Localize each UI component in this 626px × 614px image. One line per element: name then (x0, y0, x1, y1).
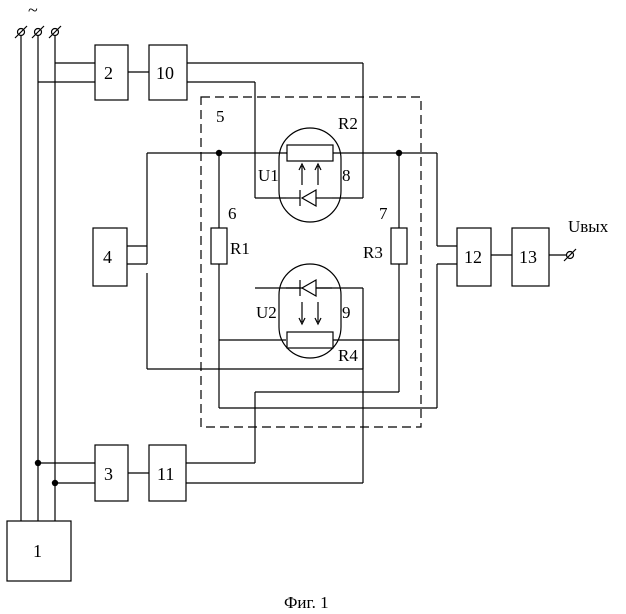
block-2-label: 2 (104, 63, 113, 83)
resistor-r1 (211, 228, 227, 264)
block-11-label: 11 (157, 464, 174, 484)
optocoupler-u2 (279, 264, 341, 358)
figure-caption: Фиг. 1 (284, 593, 329, 612)
label-9: 9 (342, 303, 351, 322)
label-r3: R3 (363, 243, 383, 262)
junction-dot (216, 150, 222, 156)
resistor-r4 (287, 332, 333, 348)
label-u1: U1 (258, 166, 279, 185)
optocoupler-u1 (279, 128, 341, 222)
label-5: 5 (216, 107, 225, 126)
resistor-r3 (391, 228, 407, 264)
label-u2: U2 (256, 303, 277, 322)
junction-dot (35, 460, 41, 466)
junction-dot (396, 150, 402, 156)
junction-dot (52, 480, 58, 486)
block-3-label: 3 (104, 464, 113, 484)
block-4-label: 4 (103, 247, 112, 267)
label-r4: R4 (338, 346, 358, 365)
block-1-label: 1 (33, 541, 42, 561)
ac-supply-symbol: ~ (28, 0, 38, 20)
resistor-r2 (287, 145, 333, 161)
output-label: Uвых (568, 217, 609, 236)
label-7: 7 (379, 204, 388, 223)
supply-lines (21, 36, 55, 521)
label-6: 6 (228, 204, 237, 223)
label-r2: R2 (338, 114, 358, 133)
block-12-label: 12 (464, 247, 482, 267)
block-13-label: 13 (519, 247, 537, 267)
block-10-label: 10 (156, 63, 174, 83)
wires-bottom (38, 463, 363, 483)
label-r1: R1 (230, 239, 250, 258)
label-8: 8 (342, 166, 351, 185)
